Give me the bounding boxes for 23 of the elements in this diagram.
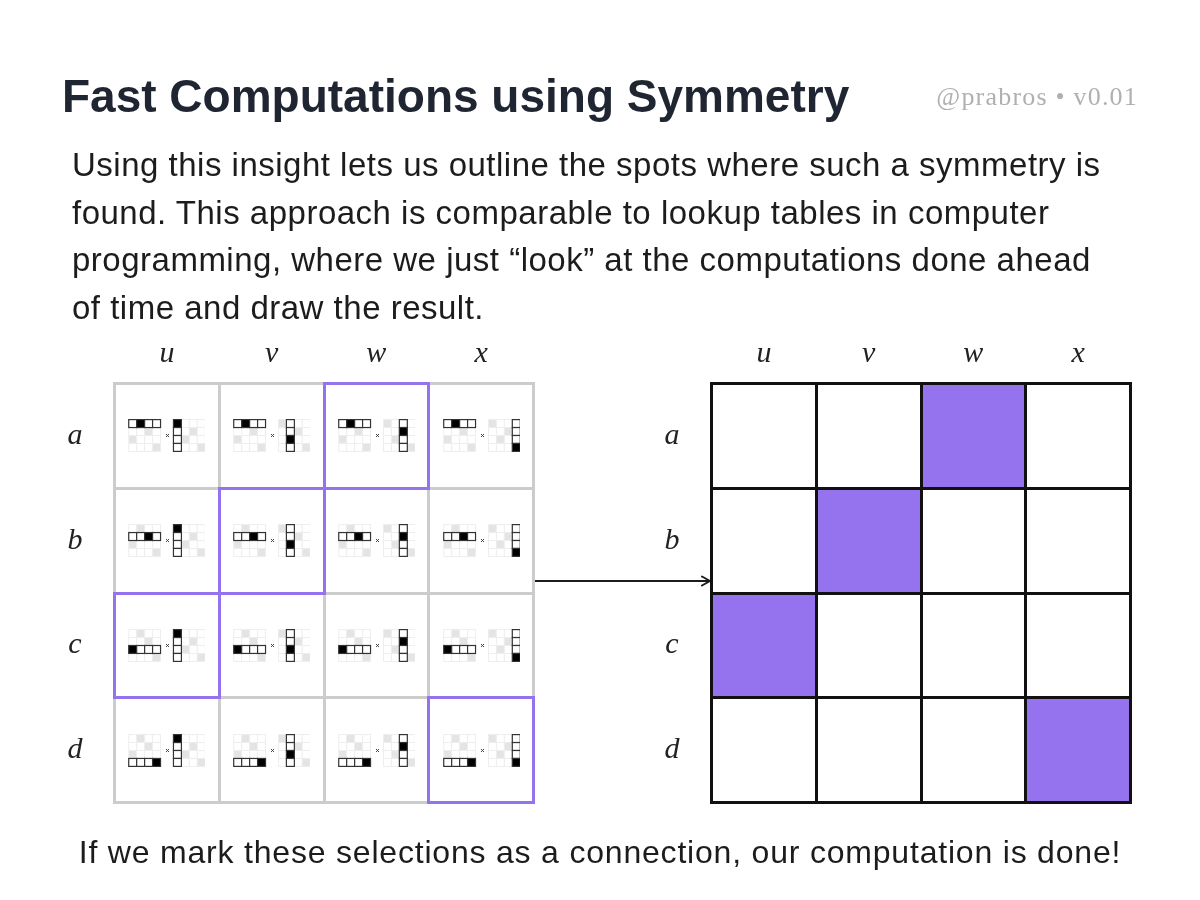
arrow	[534, 575, 711, 587]
title: Fast Computations using Symmetry	[62, 70, 850, 122]
caption: If we mark these selections as a connection, our computation is done!	[78, 834, 1122, 870]
row-label: b	[664, 521, 680, 556]
author-tag: @prabros • v0.01	[936, 82, 1138, 112]
column-label: w	[366, 335, 387, 369]
paragraph: Using this insight lets us outline the spots where such a symmetry is found. This approach is comparable to lookup tables in computer programming, where we just “look” at the computations done ahead of time and draw the result.	[72, 145, 1102, 328]
result-grid	[710, 382, 1132, 804]
column-label: v	[861, 335, 876, 369]
row-label: b	[67, 521, 83, 556]
row-label: a	[664, 416, 680, 451]
row-label: a	[67, 416, 83, 451]
column-label: x	[1071, 335, 1085, 369]
column-label: u	[159, 335, 175, 369]
row-label: d	[664, 731, 680, 766]
column-label: x	[474, 335, 488, 369]
column-label: v	[264, 335, 279, 369]
column-label: w	[963, 335, 984, 369]
row-label: c	[68, 626, 82, 661]
row-label: c	[665, 626, 679, 661]
column-label: u	[756, 335, 772, 369]
row-label: d	[67, 731, 83, 766]
product-grid	[113, 382, 535, 804]
